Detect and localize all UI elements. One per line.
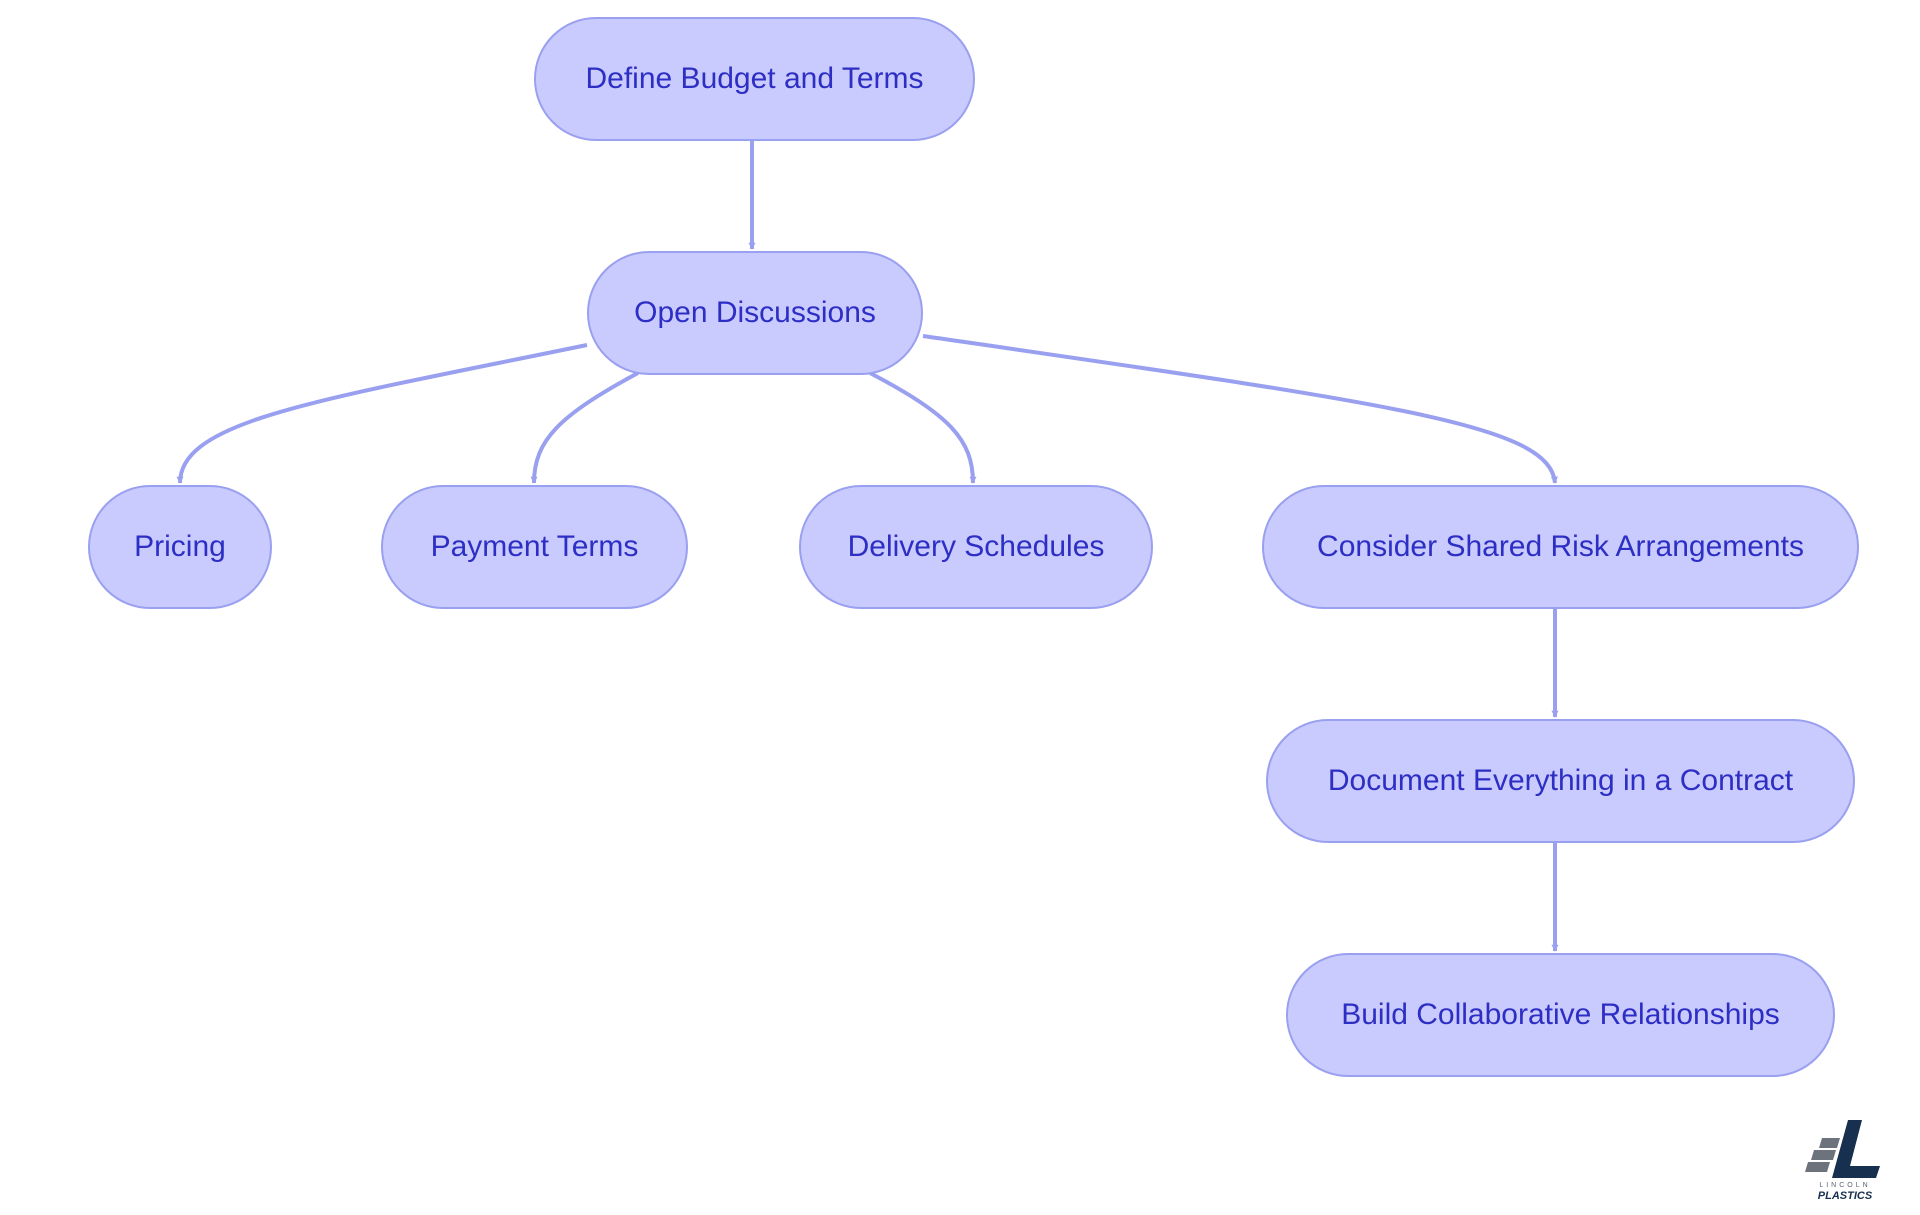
node-open-discussions[interactable]: Open Discussions [587, 251, 923, 375]
node-label: Document Everything in a Contract [1327, 764, 1794, 797]
logo-mark-icon [1805, 1120, 1880, 1178]
node-label: Payment Terms [430, 530, 639, 563]
node-document-contract[interactable]: Document Everything in a Contract [1266, 719, 1855, 843]
node-shared-risk[interactable]: Consider Shared Risk Arrangements [1262, 485, 1859, 609]
logo-text-bottom: PLASTICS [1817, 1190, 1873, 1202]
node-label: Delivery Schedules [847, 530, 1105, 563]
node-payment-terms[interactable]: Payment Terms [381, 485, 688, 609]
node-delivery-schedules[interactable]: Delivery Schedules [799, 485, 1153, 609]
edge-open-discussions-to-payment-terms [530, 371, 639, 484]
node-define-budget[interactable]: Define Budget and Terms [534, 17, 975, 141]
node-collaborative-relationships[interactable]: Build Collaborative Relationships [1286, 953, 1835, 1077]
edge-open-discussions-to-pricing [176, 343, 588, 484]
node-label: Consider Shared Risk Arrangements [1317, 530, 1804, 563]
node-label: Open Discussions [634, 296, 876, 329]
node-label: Build Collaborative Relationships [1341, 998, 1780, 1031]
node-pricing[interactable]: Pricing [88, 485, 272, 609]
logo-text-top: LINCOLN [1819, 1182, 1871, 1189]
edge-open-discussions-to-delivery-schedules [869, 371, 977, 484]
edge-open-discussions-to-shared-risk [922, 334, 1558, 484]
node-label: Define Budget and Terms [585, 62, 924, 95]
node-label: Pricing [134, 530, 226, 563]
lincoln-plastics-logo: LINCOLN PLASTICS [1800, 1120, 1890, 1210]
